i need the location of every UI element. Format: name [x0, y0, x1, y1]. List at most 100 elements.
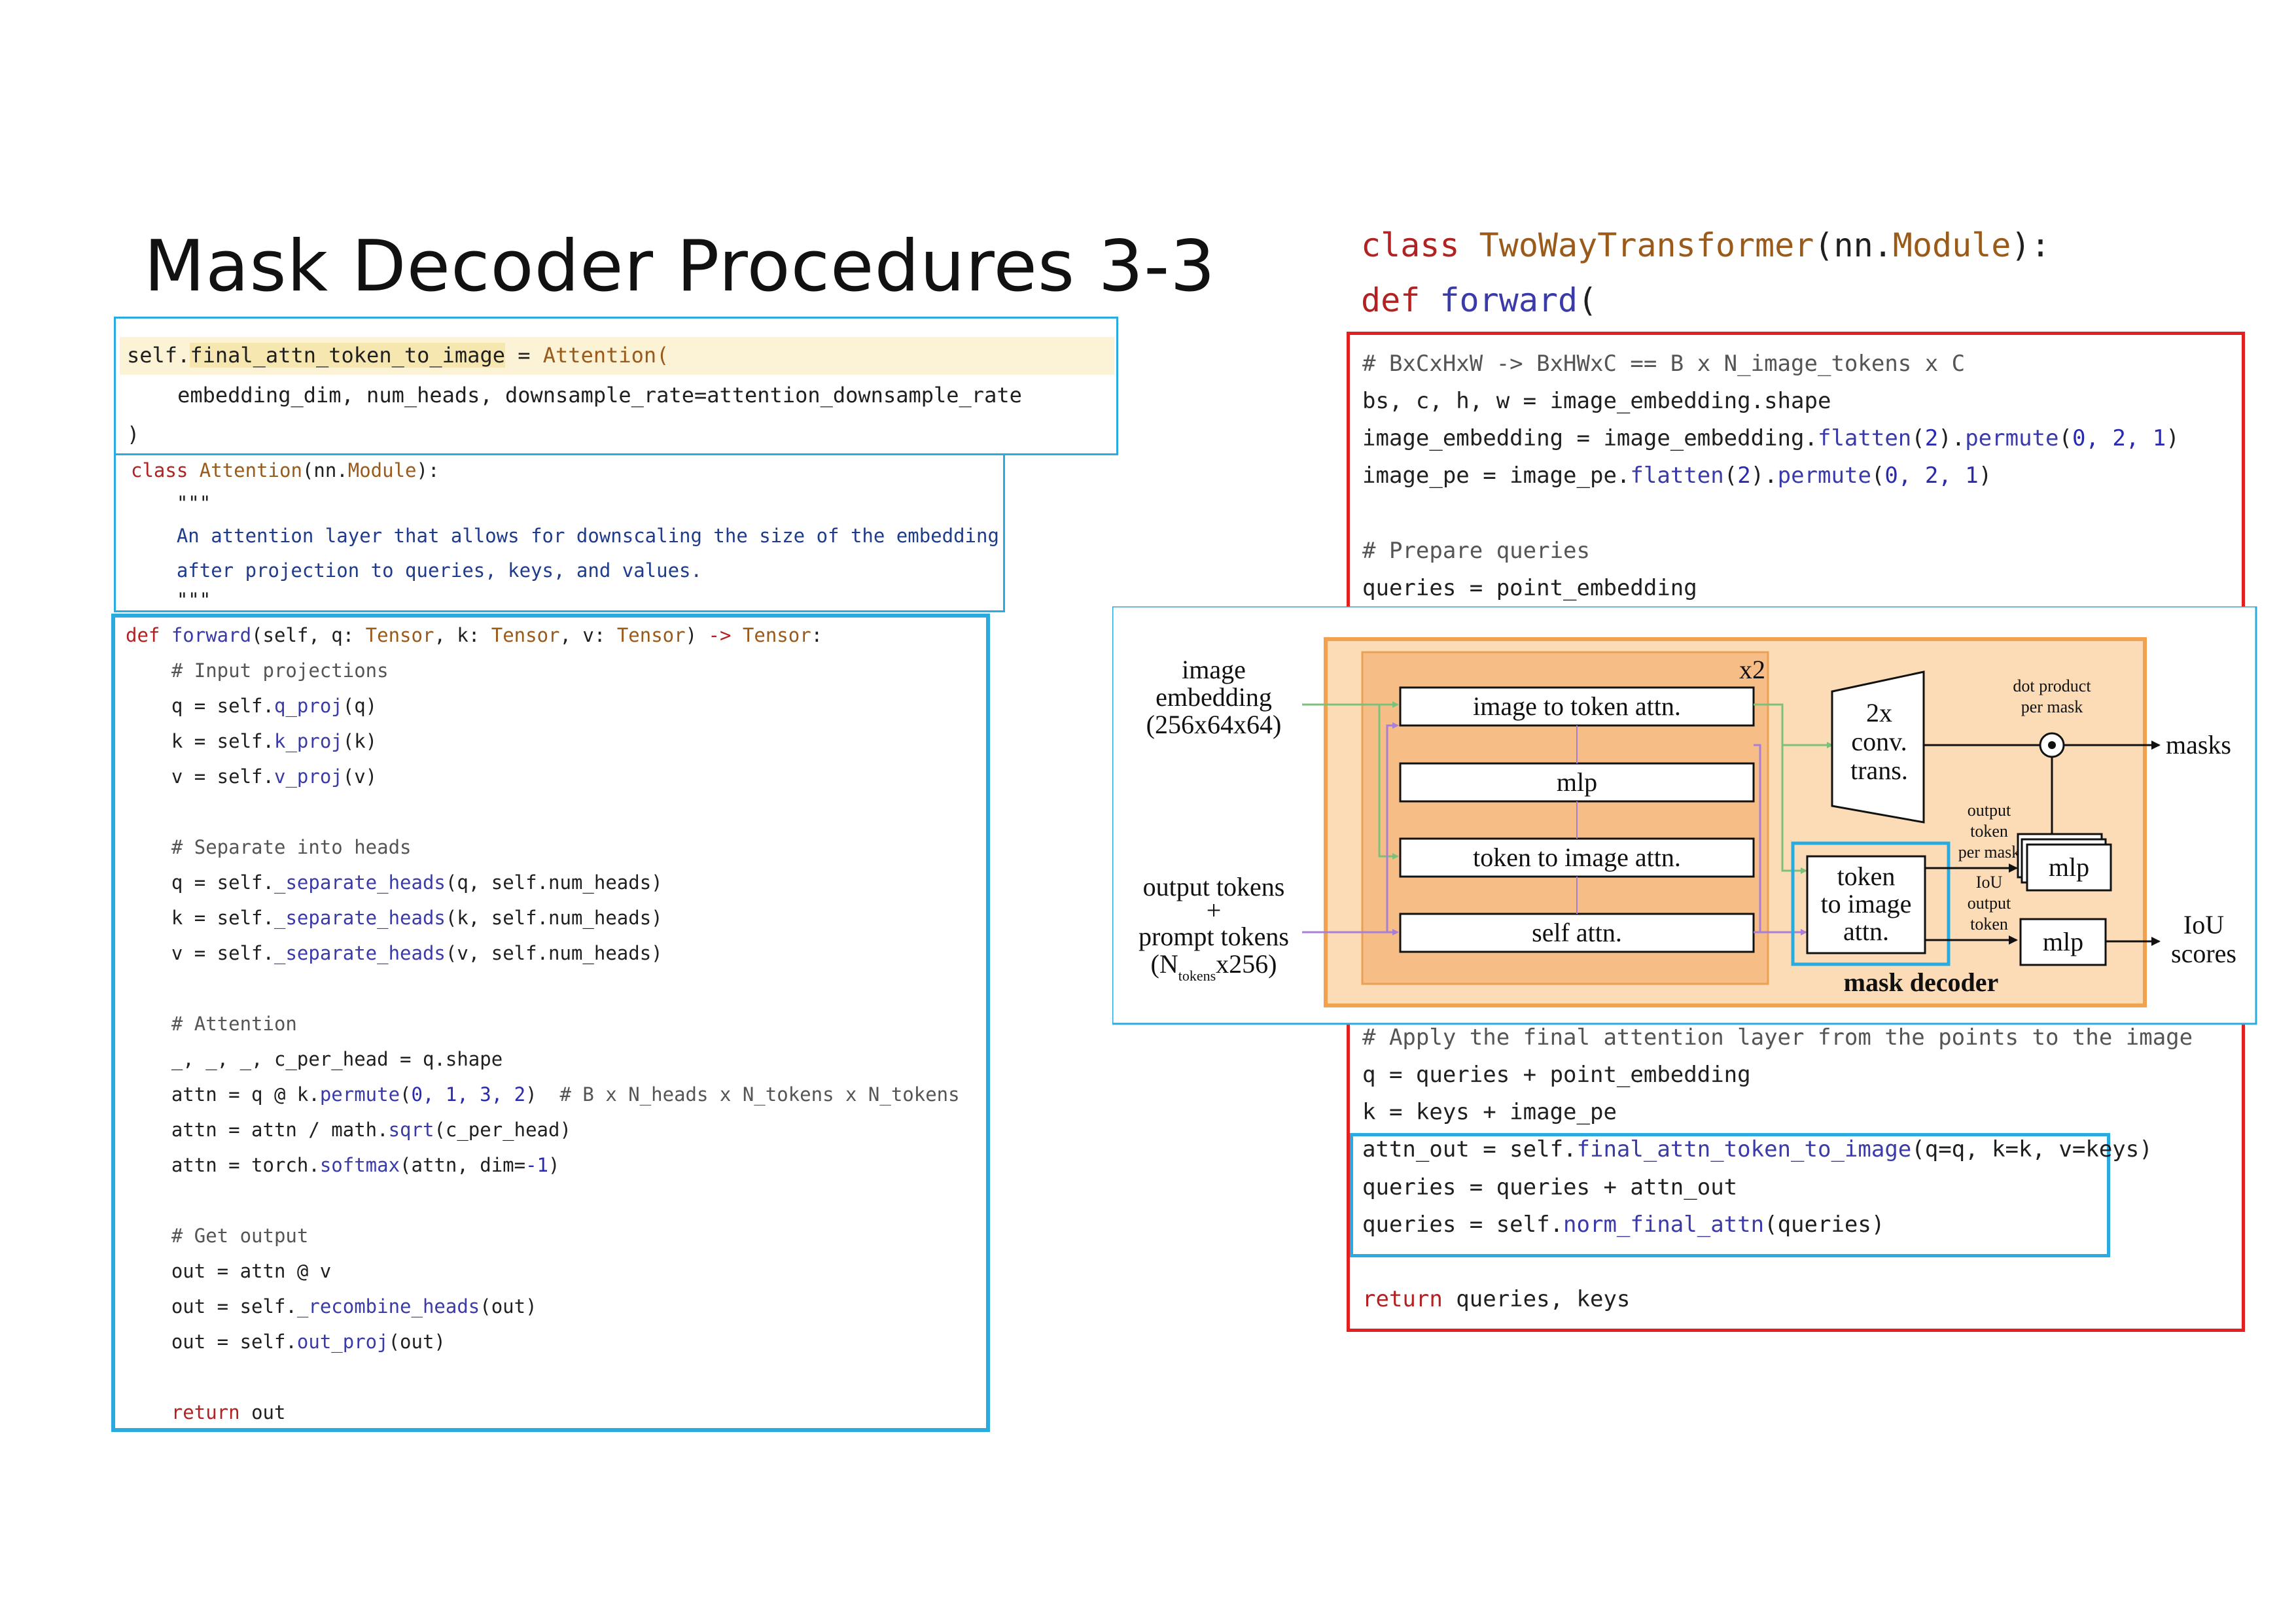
- code-token: sqrt: [388, 1119, 434, 1141]
- code-token: ->: [708, 624, 732, 646]
- code-token: softmax: [319, 1154, 400, 1176]
- label-image-embedding-1: image: [1182, 655, 1246, 684]
- code-line-return-out: return out: [126, 1401, 286, 1423]
- code-token: (nn.: [1814, 226, 1893, 264]
- code-token: ): [2166, 425, 2180, 451]
- code-token: out_proj: [296, 1331, 389, 1353]
- label-x2: x2: [1739, 655, 1765, 684]
- code-token: Module: [1892, 226, 2011, 264]
- block-image-to-token-attn: [1399, 686, 1755, 727]
- code-line-q-proj: q = self.q_proj(q): [126, 695, 377, 717]
- code-token: attn = q @ k.: [126, 1083, 320, 1106]
- highlighted-attr: final_attn_token_to_image: [190, 343, 505, 368]
- code-token: queries = self.: [1362, 1212, 1564, 1238]
- ntokens-prefix: (N: [1151, 949, 1178, 979]
- code-token: Tensor: [491, 624, 560, 646]
- code-token: ): [1978, 462, 1992, 489]
- code-token: Tensor: [742, 624, 811, 646]
- code-line-v-separate: v = self._separate_heads(v, self.num_hea…: [126, 942, 663, 964]
- code-comment-input: # Input projections: [126, 659, 389, 682]
- iou-token-label-2: output: [1968, 894, 2011, 913]
- code-token: (k, self.num_heads): [445, 907, 663, 929]
- mlp-masks-label: mlp: [2049, 852, 2089, 882]
- code-token: v_proj: [274, 765, 343, 788]
- code-token: out = self.: [126, 1295, 297, 1318]
- code-token: _separate_heads: [274, 871, 446, 894]
- code-line-attention-init-3: ): [127, 422, 140, 447]
- code-line-queries-init: queries = point_embedding: [1362, 575, 1697, 601]
- code-token: -1: [525, 1154, 549, 1176]
- code-token: attn = attn / math.: [126, 1119, 389, 1141]
- code-token: self.: [127, 343, 190, 368]
- code-token: 0, 1, 3, 2: [411, 1083, 526, 1106]
- mask-decoder-diagram: image embedding (256x64x64) output token…: [1112, 606, 2257, 1025]
- label-image-embedding-3: (256x64x64): [1146, 710, 1282, 739]
- code-line-v-proj: v = self.v_proj(v): [126, 765, 377, 788]
- code-line-image-pe-flatten: image_pe = image_pe.flatten(2).permute(0…: [1362, 462, 1992, 489]
- purple-route-up: [1386, 722, 1399, 932]
- code-token: 2: [1924, 425, 1939, 451]
- attention-forward-code-box: [111, 614, 990, 1432]
- code-line-class-def: class Attention(nn.Module):: [131, 459, 439, 481]
- code-token: # B x N_heads x N_tokens x N_tokens: [559, 1083, 960, 1106]
- code-token: final_attn_token_to_image: [1576, 1136, 1912, 1162]
- code-token: norm_final_attn: [1563, 1212, 1765, 1238]
- code-token: TwoWayTransformer: [1479, 226, 1814, 264]
- code-token: _separate_heads: [274, 942, 446, 964]
- code-token: return: [126, 1401, 240, 1423]
- code-token: k_proj: [274, 730, 343, 752]
- slide-title: Mask Decoder Procedures 3-3: [144, 226, 1216, 307]
- code-token: _recombine_heads: [296, 1295, 480, 1318]
- code-token: out = self.: [126, 1331, 297, 1353]
- code-token: , v:: [559, 624, 617, 646]
- code-line-k-separate: k = self._separate_heads(k, self.num_hea…: [126, 907, 663, 929]
- label-mask-decoder: mask decoder: [1844, 968, 1999, 997]
- code-token: Tensor: [616, 624, 686, 646]
- code-token: q_proj: [274, 695, 343, 717]
- code-token: (: [1871, 462, 1885, 489]
- code-token: forward: [1439, 281, 1578, 319]
- code-token: (q, self.num_heads): [445, 871, 663, 894]
- code-token: return: [1362, 1286, 1443, 1312]
- code-line-forward-def: def forward(self, q: Tensor, k: Tensor, …: [126, 624, 822, 646]
- code-token: permute: [1777, 462, 1871, 489]
- code-line-shape-unpack: bs, c, h, w = image_embedding.shape: [1362, 388, 1831, 414]
- code-line-queries-norm: queries = self.norm_final_attn(queries): [1362, 1212, 1884, 1238]
- final-attn-block: [1806, 855, 1926, 954]
- out-token-label-3: per mask: [1958, 843, 2021, 862]
- code-token: out: [239, 1401, 286, 1423]
- code-comment-separate: # Separate into heads: [126, 836, 412, 858]
- code-line-attn-matmul: attn = q @ k.permute(0, 1, 3, 2) # B x N…: [126, 1083, 960, 1106]
- code-token: (nn.: [302, 459, 348, 481]
- code-line-docstring-open: """: [131, 492, 211, 514]
- code-line-attention-init-2: embedding_dim, num_heads, downsample_rat…: [127, 383, 1022, 408]
- label-output-tokens: output tokens: [1143, 872, 1285, 901]
- purple-route-to-final: [1754, 744, 1761, 934]
- code-token: Attention: [199, 459, 302, 481]
- code-token: attn_out = self.: [1362, 1136, 1577, 1162]
- code-token: permute: [319, 1083, 400, 1106]
- code-token: :: [811, 624, 823, 646]
- code-comment-attention: # Attention: [126, 1013, 297, 1035]
- dot-product-label-2: per mask: [2021, 697, 2083, 716]
- mlp-iou-label: mlp: [2043, 927, 2083, 956]
- code-line-docstring-1: An attention layer that allows for downs…: [131, 525, 999, 547]
- code-line-attn-scale: attn = attn / math.sqrt(c_per_head): [126, 1119, 571, 1141]
- code-line-k-sum: k = keys + image_pe: [1362, 1099, 1617, 1125]
- block-mlp-label: mlp: [1557, 767, 1597, 797]
- code-line-attention-init-1: self.final_attn_token_to_image = Attenti…: [127, 343, 669, 368]
- code-token: Tensor: [365, 624, 434, 646]
- code-token: (: [2058, 425, 2072, 451]
- code-token: queries, keys: [1442, 1286, 1631, 1312]
- code-token: ).: [1938, 425, 1966, 451]
- code-token: (: [1578, 281, 1598, 319]
- green-route-to-final: [1781, 745, 1807, 874]
- dot-product-center: [2048, 741, 2056, 749]
- code-token: q = self.: [126, 695, 274, 717]
- code-token: (k): [342, 730, 378, 752]
- code-line-q-sum: q = queries + point_embedding: [1362, 1062, 1751, 1088]
- label-prompt-tokens: prompt tokens: [1139, 922, 1289, 951]
- iou-token-label-3: token: [1970, 915, 2008, 934]
- label-plus: +: [1207, 896, 1222, 925]
- green-route-to-tok2img: [1378, 705, 1399, 860]
